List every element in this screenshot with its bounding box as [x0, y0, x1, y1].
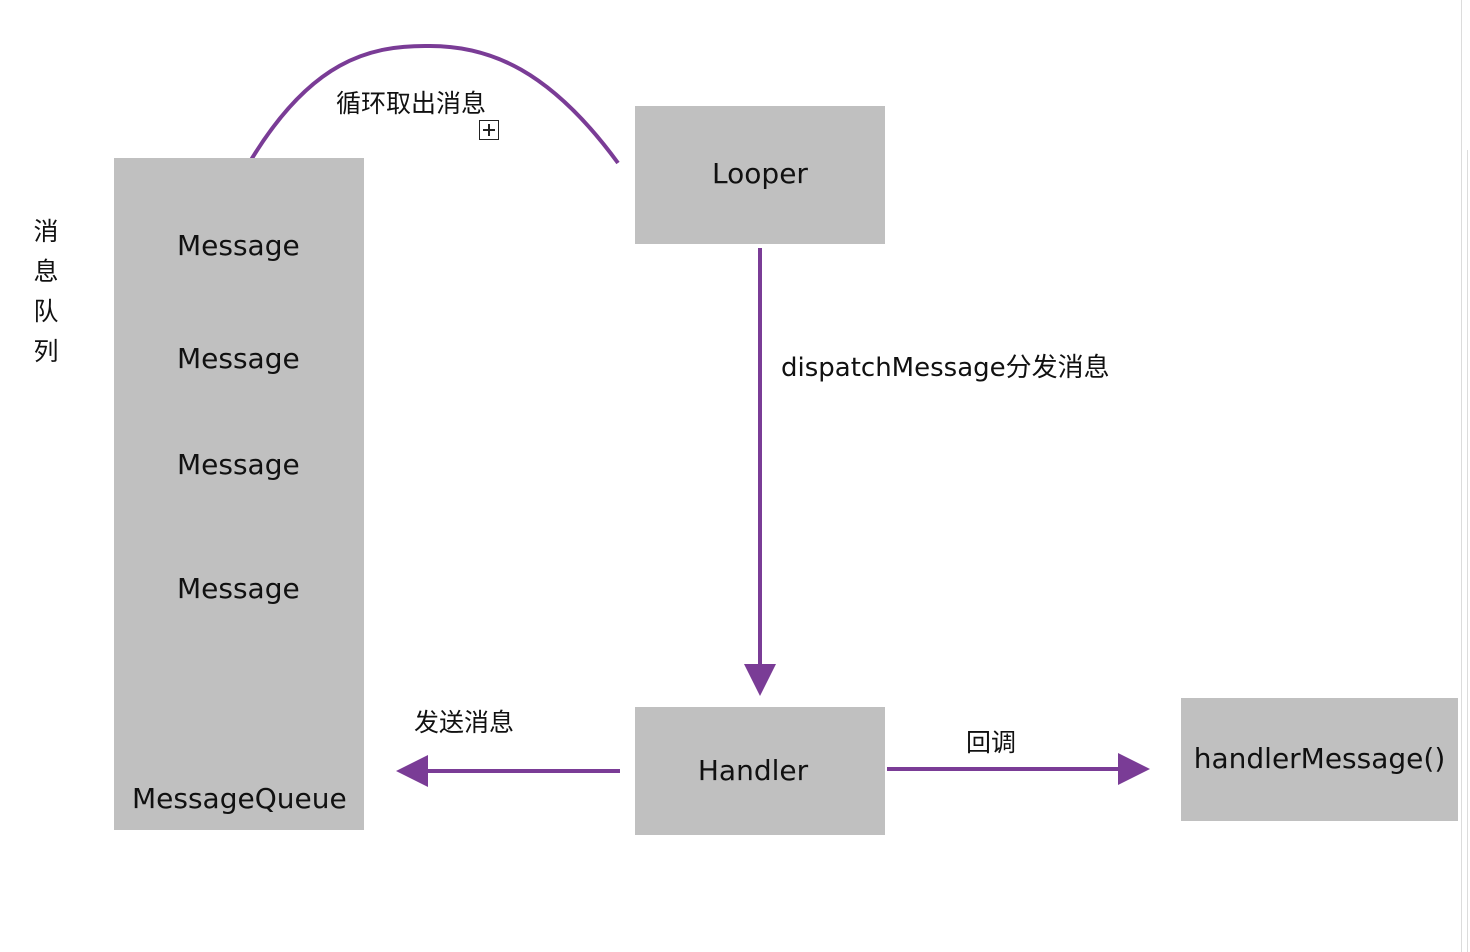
message-queue-box: [114, 158, 364, 830]
looper-box: [635, 106, 885, 244]
queue-side-label: 消 息 队 列: [28, 212, 64, 372]
loop-arc-connector: [246, 43, 620, 167]
queue-side-char: 息: [33, 257, 59, 286]
send-label: 发送消息: [414, 708, 515, 737]
handler-label: Handler: [697, 754, 809, 787]
message-item: Message: [177, 342, 300, 375]
message-item: Message: [177, 229, 300, 262]
queue-side-char: 消: [33, 217, 59, 246]
message-queue-label: MessageQueue: [132, 782, 347, 815]
handler-message-label: handlerMessage(): [1193, 742, 1446, 775]
loop-take-label: 循环取出消息: [336, 89, 487, 118]
dispatch-label: dispatchMessage分发消息: [781, 353, 1110, 383]
message-item: Message: [177, 572, 300, 605]
queue-side-char: 列: [33, 337, 59, 366]
callback-label: 回调: [966, 728, 1017, 757]
handler-box: [635, 707, 885, 835]
expand-icon[interactable]: [479, 120, 499, 140]
handler-message-box: [1181, 698, 1458, 821]
window-edge-line-right: [1467, 150, 1468, 952]
looper-label: Looper: [712, 157, 808, 190]
window-edge-line: [1461, 0, 1462, 952]
queue-side-char: 队: [33, 297, 59, 326]
message-item: Message: [177, 448, 300, 481]
